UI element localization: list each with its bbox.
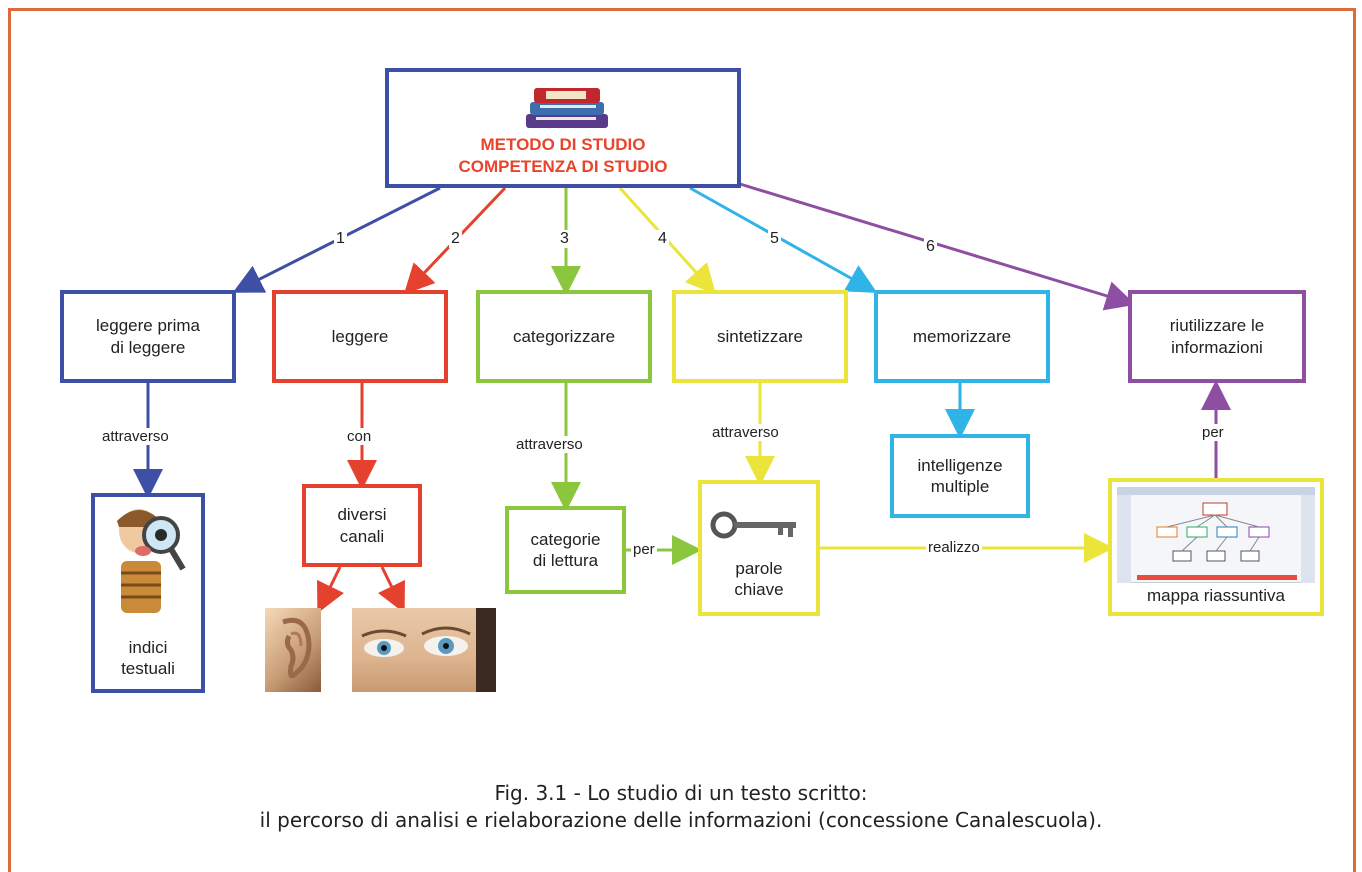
ear-photo <box>265 608 321 692</box>
node-mappa-riassuntiva: mappa riassuntiva <box>1108 478 1324 616</box>
node-leggere: leggere <box>272 290 448 383</box>
branch-number-3: 3 <box>558 230 571 248</box>
node-indici-testuali: indici testuali <box>91 493 205 693</box>
node-intelligenze-multiple: intelligenze multiple <box>890 434 1030 518</box>
branch-number-4: 4 <box>656 230 669 248</box>
label-attraverso-2: attraverso <box>514 436 585 453</box>
link-canali-ear <box>317 566 345 614</box>
label-attraverso-3: attraverso <box>710 424 781 441</box>
node-riutilizzare: riutilizzare le informazioni <box>1128 290 1306 383</box>
eyes-photo <box>352 608 496 692</box>
mappa-label: mappa riassuntiva <box>1147 585 1285 605</box>
label-attraverso-1: attraverso <box>100 428 171 445</box>
node-parole-chiave: parole chiave <box>698 480 820 616</box>
node-categorie-lettura: categorie di lettura <box>505 506 626 594</box>
branch-number-6: 6 <box>924 238 937 256</box>
root-node: METODO DI STUDIO COMPETENZA DI STUDIO <box>385 68 741 188</box>
label-per-1: per <box>631 541 657 558</box>
key-icon <box>710 511 796 539</box>
node-leggere-prima: leggere prima di leggere <box>60 290 236 383</box>
node-diversi-canali: diversi canali <box>302 484 422 567</box>
node-categorizzare: categorizzare <box>476 290 652 383</box>
caption-line-2: il percorso di analisi e rielaborazione … <box>259 808 1103 832</box>
label-per-2: per <box>1200 424 1226 441</box>
link-canali-eyes <box>377 566 405 614</box>
branch-number-5: 5 <box>768 230 781 248</box>
root-line1: METODO DI STUDIO <box>480 135 646 154</box>
link-root-5 <box>689 186 878 293</box>
label-realizzo: realizzo <box>926 539 982 556</box>
parole-label: parole chiave <box>734 558 784 599</box>
branch-number-2: 2 <box>449 230 462 248</box>
caption-line-1: Fig. 3.1 - Lo studio di un testo scritto… <box>494 781 868 805</box>
label-con: con <box>345 428 374 445</box>
root-title: METODO DI STUDIO COMPETENZA DI STUDIO <box>389 134 737 178</box>
concept-map-screenshot <box>1117 487 1315 583</box>
node-memorizzare: memorizzare <box>874 290 1050 383</box>
node-sintetizzare: sintetizzare <box>672 290 848 383</box>
detective-magnifier-icon <box>117 509 186 613</box>
branch-number-1: 1 <box>334 230 347 248</box>
root-line2: COMPETENZA DI STUDIO <box>458 157 668 177</box>
figure-caption: Fig. 3.1 - Lo studio di un testo scritto… <box>0 780 1362 834</box>
figure-frame <box>8 8 1356 872</box>
indici-label: indici testuali <box>121 637 175 678</box>
books-icon <box>526 88 608 128</box>
